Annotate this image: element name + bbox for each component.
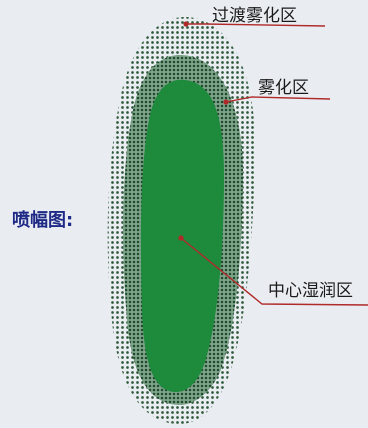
marker-transition	[183, 21, 189, 27]
transition-zone-label: 过渡雾化区	[212, 6, 297, 26]
atomized-zone-label: 雾化区	[258, 78, 309, 98]
core-zone-label: 中心湿润区	[268, 281, 353, 301]
leader-line-atomized	[225, 96, 331, 103]
leader-lines	[180, 23, 368, 306]
leader-dots	[178, 21, 229, 241]
marker-atomized	[223, 99, 229, 105]
diagram-title: 喷幅图:	[12, 210, 74, 231]
leader-line-core	[180, 237, 368, 306]
leader-line-transition	[186, 23, 326, 27]
marker-core	[178, 235, 184, 241]
